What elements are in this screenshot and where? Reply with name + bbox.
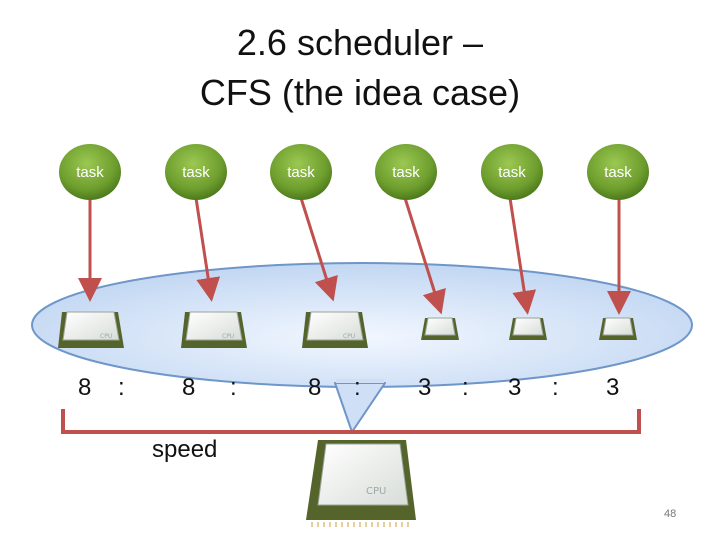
task-label: task	[604, 164, 632, 181]
task-label: task	[287, 164, 315, 181]
speed-label: speed	[152, 436, 218, 463]
cpu-chip-icon: CPU	[306, 440, 416, 527]
arrow-task-5	[508, 197, 537, 315]
arrow-task-4	[403, 197, 446, 315]
task-label: task	[182, 164, 210, 181]
page-number: 48	[664, 508, 677, 520]
speed-ratio-value: 3	[606, 374, 621, 401]
speed-ratio-value: 3 :	[508, 374, 560, 401]
task-label: task	[498, 164, 526, 181]
cpu-chip-icon	[599, 317, 637, 340]
svg-text:CPU: CPU	[366, 486, 386, 497]
speed-bracket	[61, 409, 641, 434]
slide-title-line-2: CFS (the idea case)	[199, 72, 521, 113]
speed-ratio-value: 8 :	[308, 374, 362, 401]
task-label: task	[392, 164, 420, 181]
cpu-chip-icon: CPU	[181, 311, 247, 348]
svg-text:CPU: CPU	[343, 333, 355, 340]
arrow-task-3	[299, 197, 338, 302]
slide-title-line-1: 2.6 scheduler –	[236, 22, 484, 63]
task-label: task	[76, 164, 104, 181]
speed-ratio-value: 8 :	[78, 374, 126, 401]
cpu-chip-icon	[421, 317, 459, 340]
cpu-chip-icon	[509, 317, 547, 340]
svg-text:CPU: CPU	[222, 333, 234, 340]
task-circles	[59, 144, 649, 200]
svg-text:CPU: CPU	[100, 333, 112, 340]
arrow-task-2	[194, 197, 221, 302]
cpu-chip-icon: CPU	[302, 311, 368, 348]
speed-ratio-value: 3 :	[418, 374, 470, 401]
speed-ratio-value: 8 :	[182, 374, 238, 401]
cpu-chip-icon: CPU	[58, 311, 124, 348]
